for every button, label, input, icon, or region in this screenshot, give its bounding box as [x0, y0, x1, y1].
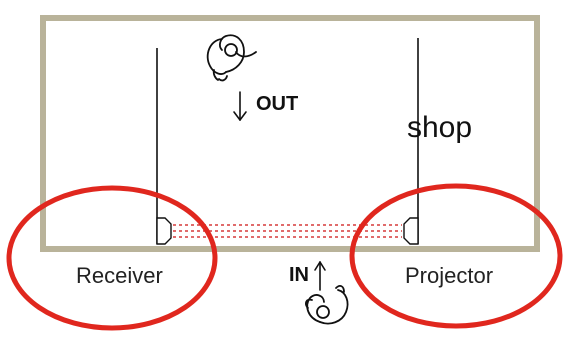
projector-highlight-circle [349, 183, 563, 329]
receiver-label: Receiver [76, 263, 163, 288]
in-label: IN [289, 264, 309, 286]
receiver-sensor [156, 217, 172, 245]
shop-frame [40, 15, 540, 252]
projector-label: Projector [405, 263, 494, 288]
out-label: OUT [256, 93, 299, 115]
person-icon [305, 285, 349, 325]
shop-label: shop [407, 111, 473, 144]
out-arrow-icon [233, 91, 247, 121]
projector-sensor [403, 217, 419, 245]
person-icon [206, 34, 257, 82]
in-arrow-icon [314, 261, 326, 291]
receiver-highlight-circle [6, 185, 218, 331]
